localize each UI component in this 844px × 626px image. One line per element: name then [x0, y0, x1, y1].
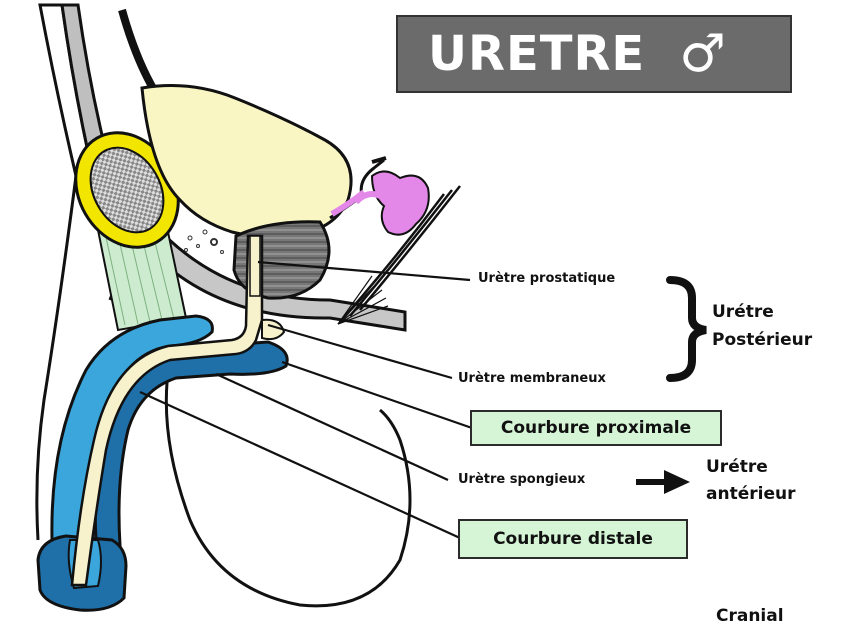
label-uretre-prostatique: Urètre prostatique [478, 271, 615, 286]
leader-spongieux [216, 374, 448, 480]
arrow-icon [636, 470, 690, 494]
label-uretre-posterieur-2: Postérieur [712, 330, 812, 350]
prostatic-urethra [250, 236, 260, 296]
male-symbol-icon: ♂ [679, 24, 726, 84]
label-courbure-distale: Courbure distale [458, 519, 688, 559]
label-courbure-proximale: Courbure proximale [470, 410, 722, 446]
posterior-brace [670, 280, 706, 378]
title-banner: URETRE ♂ [396, 15, 792, 93]
leader-membraneux [268, 325, 452, 378]
label-uretre-membraneux: Urètre membraneux [458, 371, 606, 386]
label-uretre-anterieur-1: Urétre [706, 457, 768, 477]
label-uretre-spongieux: Urètre spongieux [458, 472, 585, 487]
label-uretre-anterieur-2: antérieur [706, 484, 795, 504]
page-title: URETRE [428, 26, 645, 82]
label-cranial: Cranial [716, 606, 784, 626]
label-uretre-posterieur-1: Urétre [712, 302, 774, 322]
fatty-tissue-dots [185, 230, 224, 254]
